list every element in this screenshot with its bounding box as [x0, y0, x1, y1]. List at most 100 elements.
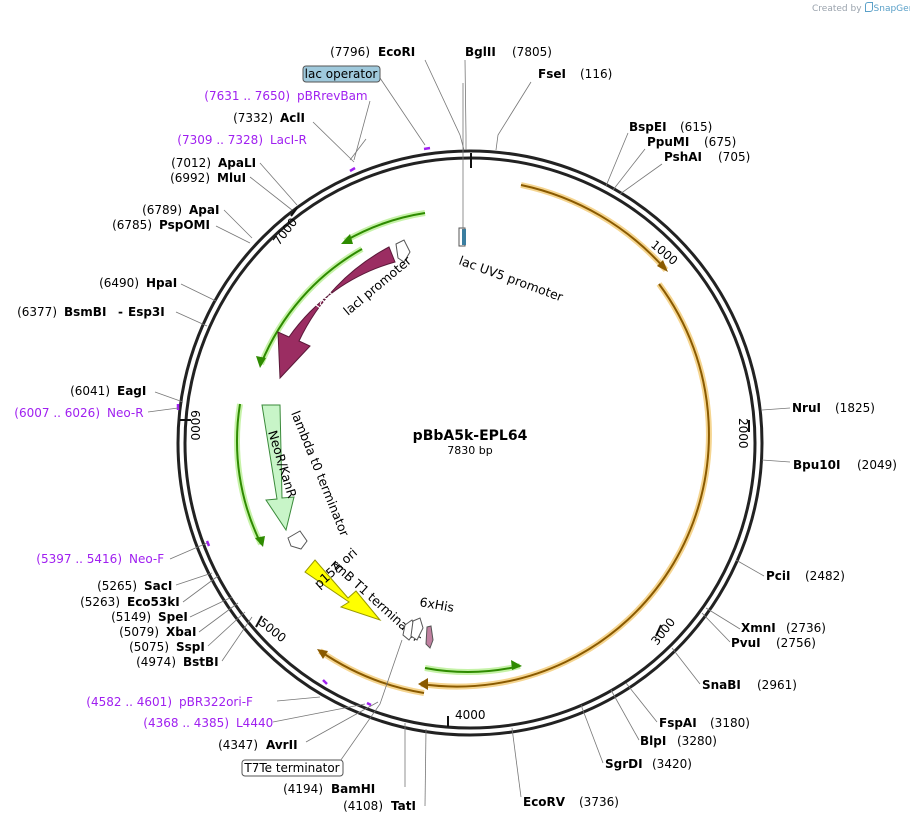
site-xbai-name: XbaI — [166, 625, 196, 639]
site-pshai-name: PshAI — [664, 150, 702, 164]
primer-neo-f-name: Neo-F — [129, 552, 164, 566]
site-acli-position: (7332) — [233, 111, 273, 125]
lac-uv5-promoter-feature: lac UV5 promoter — [457, 227, 566, 305]
lac-uv5-promoter-label: lac UV5 promoter — [457, 253, 566, 305]
green-feature-arc-bottom — [424, 660, 522, 675]
site-pcii-position: (2482) — [805, 569, 845, 583]
site-pshai-position: (705) — [718, 150, 750, 164]
site-bpu10i-position: (2049) — [857, 458, 897, 472]
site-sgrdi-position: (3420) — [652, 757, 692, 771]
site-saci-position: (5265) — [97, 579, 137, 593]
t7te-terminator-box: T7Te terminator — [241, 759, 344, 777]
site-tati-name: TatI — [391, 799, 416, 813]
site-esp3i-separator: - — [118, 305, 123, 319]
snapgene-credit: Created bySnapGene — [812, 2, 910, 14]
site-apai-position: (6789) — [142, 203, 182, 217]
site-bglii-name: BglII — [465, 45, 496, 59]
primer-neo-f-range: (5397 .. 5416) — [36, 552, 122, 566]
site-nrui-name: NruI — [792, 401, 821, 415]
neoR-label: NeoR/KanR — [265, 428, 300, 499]
rrnB-terminator-glyphs — [402, 617, 434, 649]
site-bstbi-name: BstBI — [183, 655, 219, 669]
site-apali-name: ApaLI — [218, 156, 256, 170]
site-pcii-name: PciI — [766, 569, 791, 583]
site-eco53ki-name: Eco53kI — [127, 595, 180, 609]
site-ecorv-name: EcoRV — [523, 795, 566, 809]
site-spei-name: SpeI — [158, 610, 188, 624]
site-saci-name: SacI — [144, 579, 172, 593]
primer-l4440-name: L4440 — [236, 716, 273, 730]
site-esp3i-name: Esp3I — [128, 305, 165, 319]
tick-mark — [255, 615, 263, 628]
site-fsei-position: (116) — [580, 67, 612, 81]
lac-operator-label: lac operator — [305, 67, 378, 81]
site-fsei-name: FseI — [538, 67, 566, 81]
credit-brand: SnapGene — [873, 4, 910, 14]
site-blpi-position: (3280) — [677, 734, 717, 748]
site-fspai-position: (3180) — [710, 716, 750, 730]
orange-feature-arc-right — [418, 282, 712, 690]
site-leader-lines — [147, 59, 791, 807]
site-ppumi-position: (675) — [704, 135, 736, 149]
lambda-t0-terminator-label: lambda t0 terminator — [288, 409, 352, 540]
green-feature-arc-left — [256, 246, 364, 368]
site-bsmbi-position: (6377) — [17, 305, 57, 319]
site-pspomi-position: (6785) — [112, 218, 152, 232]
site-avrii-position: (4347) — [218, 738, 258, 752]
site-eagi-name: EagI — [117, 384, 146, 398]
primer-laci-r-name: LacI-R — [270, 133, 307, 147]
site-sgrdi-name: SgrDI — [605, 757, 643, 771]
tick-label-2000: 2000 — [736, 418, 750, 449]
orange-feature-arc-top — [520, 182, 669, 272]
tick-label-4000: 4000 — [455, 708, 486, 722]
primer-marks — [176, 146, 431, 707]
site-blpi-name: BlpI — [640, 734, 666, 748]
site-hpai-position: (6490) — [99, 276, 139, 290]
site-apali-position: (7012) — [171, 156, 211, 170]
plasmid-name: pBbA5k-EPL64 — [413, 428, 528, 444]
primer-pbrrevbam-name: pBRrevBam — [297, 89, 368, 103]
site-hpai-name: HpaI — [146, 276, 177, 290]
t7te-terminator-label: T7Te terminator — [243, 761, 339, 775]
site-xbai-position: (5079) — [119, 625, 159, 639]
plasmid-length: 7830 bp — [447, 444, 492, 457]
site-xmni-name: XmnI — [741, 621, 776, 635]
tick-label-6000: 6000 — [188, 410, 202, 441]
site-acli-name: AclI — [280, 111, 305, 125]
site-mlui-position: (6992) — [170, 171, 210, 185]
site-bamhi-name: BamHI — [331, 782, 375, 796]
tick-marks — [180, 153, 750, 727]
site-snabi-name: SnaBI — [702, 678, 741, 692]
site-bamhi-position: (4194) — [283, 782, 323, 796]
primer-pbrrevbam-range: (7631 .. 7650) — [204, 89, 290, 103]
6xhis-label: 6xHis — [418, 594, 455, 615]
site-nrui-position: (1825) — [835, 401, 875, 415]
site-pvui-name: PvuI — [731, 636, 761, 650]
site-xmni-position: (2736) — [786, 621, 826, 635]
tick-label-5000: 5000 — [256, 615, 289, 645]
primer-neo-r-name: Neo-R — [107, 406, 144, 420]
snapgene-logo-icon — [864, 2, 873, 12]
primer-neo-r-range: (6007 .. 6026) — [14, 406, 100, 420]
site-snabi-position: (2961) — [757, 678, 797, 692]
site-avrii-name: AvrII — [266, 738, 298, 752]
site-ppumi-name: PpuMI — [647, 135, 689, 149]
lambda-t0-terminator-feature — [287, 530, 308, 550]
site-bstbi-position: (4974) — [136, 655, 176, 669]
lac-operator-box: lac operator — [302, 65, 381, 83]
site-pvui-position: (2756) — [776, 636, 816, 650]
site-eagi-position: (6041) — [70, 384, 110, 398]
site-ecori-position: (7796) — [330, 45, 370, 59]
site-bspei-position: (615) — [680, 120, 712, 134]
tick-mark — [290, 207, 298, 217]
site-mlui-name: MluI — [217, 171, 246, 185]
site-bpu10i-name: Bpu10I — [793, 458, 840, 472]
site-pspomi-name: PspOMI — [159, 218, 210, 232]
orange-feature-arc-bottom — [317, 648, 425, 696]
site-eco53ki-position: (5263) — [80, 595, 120, 609]
green-feature-arc-lower-left — [233, 403, 265, 547]
site-spei-position: (5149) — [111, 610, 151, 624]
tick-label-7000: 7000 — [270, 215, 300, 248]
green-feature-arc-top — [341, 210, 426, 244]
